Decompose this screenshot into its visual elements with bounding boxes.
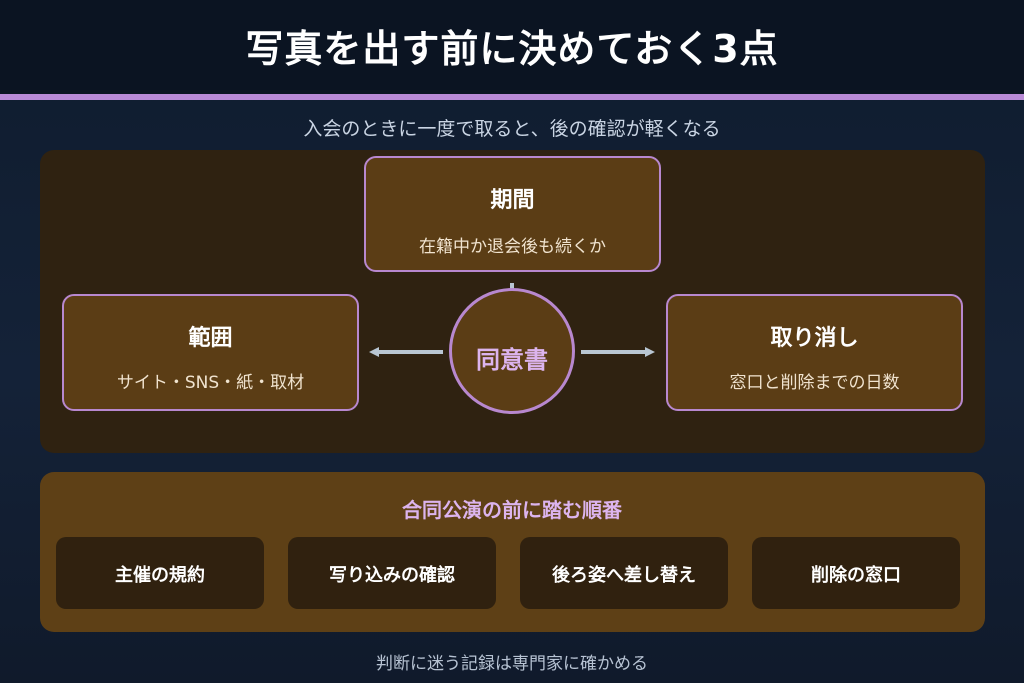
scope-box: 範囲 サイト・SNS・紙・取材 [62,294,359,411]
page-subtitle: 入会のときに一度で取ると、後の確認が軽くなる [303,118,721,140]
period-title: 期間 [490,188,535,213]
cancel-box: 取り消し 窓口と削除までの日数 [666,294,963,411]
step-1-label: 主催の規約 [115,565,205,586]
scope-title: 範囲 [188,326,233,351]
consent-form-circle: 同意書 [449,288,575,414]
step-1: 主催の規約 [56,537,264,609]
step-2: 写り込みの確認 [288,537,496,609]
step-4-label: 削除の窓口 [811,565,901,586]
page-title: 写真を出す前に決めておく3点 [245,27,779,71]
period-box: 期間 在籍中か退会後も続くか [364,156,661,272]
step-4: 削除の窓口 [752,537,960,609]
title-divider [0,94,1024,100]
step-3-label: 後ろ姿へ差し替え [552,565,696,586]
scope-desc: サイト・SNS・紙・取材 [116,373,305,393]
step-2-label: 写り込みの確認 [329,565,455,586]
cancel-title: 取り消し [770,326,859,351]
header-bar [0,0,1024,94]
cancel-desc: 窓口と削除までの日数 [729,373,900,393]
step-3: 後ろ姿へ差し替え [520,537,728,609]
consent-form-label: 同意書 [476,346,548,374]
order-title: 合同公演の前に踏む順番 [402,498,622,522]
footer-note: 判断に迷う記録は専門家に確かめる [376,654,648,674]
period-desc: 在籍中か退会後も続くか [419,237,606,257]
